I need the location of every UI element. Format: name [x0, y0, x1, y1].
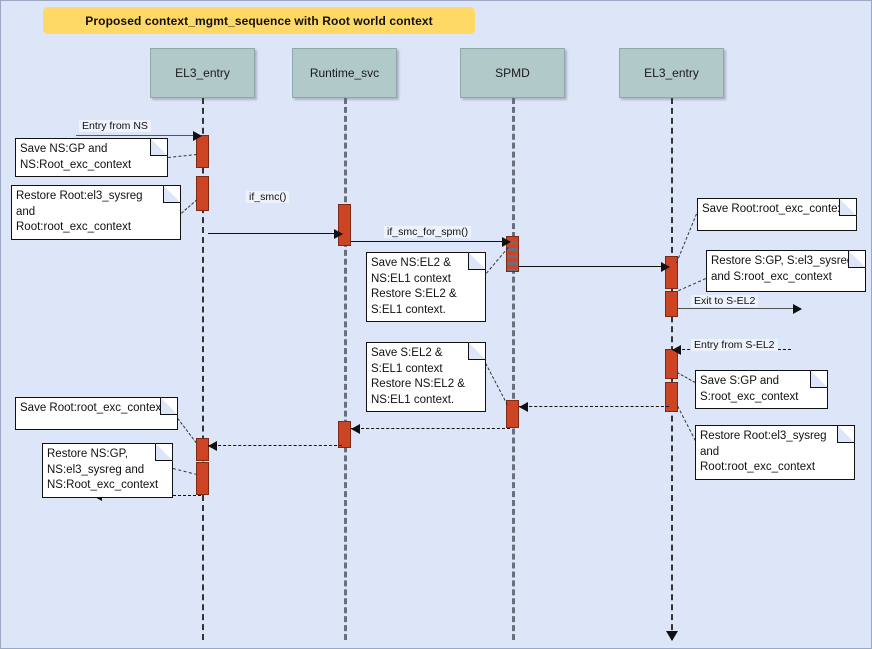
message-label: Entry from S-EL2 [691, 339, 778, 351]
message-line [208, 445, 342, 446]
message-label: if_smc_for_spm() [384, 226, 472, 238]
message-line [678, 308, 801, 309]
message-arrowhead [519, 402, 528, 412]
note-text: Save NS:GP and NS:Root_exc_context [20, 143, 132, 171]
message-arrowhead [334, 229, 343, 239]
activation-bar [665, 382, 678, 412]
lifeline-end-arrow [666, 631, 678, 641]
note-text: Restore Root:el3_sysreg and Root:root_ex… [700, 430, 827, 473]
message-line [519, 266, 669, 267]
message-line [351, 428, 510, 429]
note-box: Save NS:GP and NS:Root_exc_context [15, 138, 168, 177]
note-box: Restore S:GP, S:el3_sysreg and S:root_ex… [706, 250, 866, 292]
note-text: Save Root:root_exc_context [702, 203, 847, 215]
participant-label: Runtime_svc [309, 66, 380, 80]
note-fold-corner-icon [810, 370, 828, 388]
activation-bar [196, 135, 209, 168]
diagram-title-banner: Proposed context_mgmt_sequence with Root… [43, 7, 475, 34]
note-text: Restore Root:el3_sysreg and Root:root_ex… [16, 190, 143, 233]
note-fold-corner-icon [839, 198, 857, 216]
message-label: if_smc() [246, 191, 290, 203]
note-box: Restore Root:el3_sysreg and Root:root_ex… [695, 425, 855, 480]
message-arrowhead [793, 304, 802, 314]
note-fold-corner-icon [837, 425, 855, 443]
lifeline-p2 [344, 98, 347, 640]
note-fold-corner-icon [468, 342, 486, 360]
note-connector-line [168, 154, 198, 158]
message-arrowhead [193, 131, 202, 141]
note-box: Save S:GP and S:root_exc_context [695, 370, 828, 409]
note-box: Save NS:EL2 & NS:EL1 context Restore S:E… [366, 252, 486, 322]
note-text: Save S:EL2 & S:EL1 context Restore NS:EL… [371, 347, 465, 406]
activation-bar [338, 421, 351, 448]
note-connector-line [678, 278, 706, 291]
note-connector-line [172, 468, 197, 475]
message-label: Exit to S-EL2 [691, 295, 759, 307]
lifeline-p3 [512, 98, 515, 640]
activation-bar [196, 176, 209, 211]
note-fold-corner-icon [155, 443, 173, 461]
note-connector-line [485, 363, 508, 406]
message-line [76, 135, 201, 136]
participant-label: EL3_entry [175, 66, 230, 80]
participant-box-el3_entry-0[interactable]: EL3_entry [150, 48, 255, 98]
note-box: Save Root:root_exc_context [697, 198, 857, 231]
activation-bar [338, 204, 351, 246]
participant-box-spmd-2[interactable]: SPMD [460, 48, 565, 98]
note-fold-corner-icon [150, 138, 168, 156]
message-arrowhead [661, 262, 670, 272]
note-connector-line [677, 405, 696, 441]
note-box: Restore Root:el3_sysreg and Root:root_ex… [11, 185, 181, 240]
participant-box-el3_entry-3[interactable]: EL3_entry [619, 48, 724, 98]
note-connector-line [677, 372, 696, 383]
note-box: Restore NS:GP, NS:el3_sysreg and NS:Root… [42, 443, 173, 498]
message-line [519, 406, 669, 407]
message-arrowhead [672, 345, 681, 355]
activation-bar [665, 349, 678, 379]
note-connector-line [676, 213, 697, 263]
lifeline-p1 [202, 98, 204, 640]
note-text: Restore NS:GP, NS:el3_sysreg and NS:Root… [47, 448, 159, 491]
note-fold-corner-icon [163, 185, 181, 203]
message-line [208, 233, 342, 234]
note-fold-corner-icon [160, 397, 178, 415]
note-box: Save Root:root_exc_context [15, 397, 178, 430]
message-arrowhead [208, 441, 217, 451]
participant-box-runtime_svc-1[interactable]: Runtime_svc [292, 48, 397, 98]
diagram-title: Proposed context_mgmt_sequence with Root… [85, 13, 433, 28]
note-fold-corner-icon [848, 250, 866, 268]
message-line [351, 241, 510, 242]
activation-bar [665, 291, 678, 317]
participant-label: EL3_entry [644, 66, 699, 80]
participant-label: SPMD [495, 66, 530, 80]
note-text: Save NS:EL2 & NS:EL1 context Restore S:E… [371, 257, 457, 316]
note-text: Save Root:root_exc_context [20, 402, 165, 414]
note-text: Restore S:GP, S:el3_sysreg and S:root_ex… [711, 255, 854, 283]
note-fold-corner-icon [468, 252, 486, 270]
note-text: Save S:GP and S:root_exc_context [700, 375, 799, 403]
message-arrowhead [351, 424, 360, 434]
activation-bar [506, 400, 519, 428]
note-box: Save S:EL2 & S:EL1 context Restore NS:EL… [366, 342, 486, 412]
activation-bar [196, 462, 209, 495]
message-label: Entry from NS [79, 120, 151, 132]
note-connector-line [177, 418, 197, 444]
message-arrowhead [502, 237, 511, 247]
